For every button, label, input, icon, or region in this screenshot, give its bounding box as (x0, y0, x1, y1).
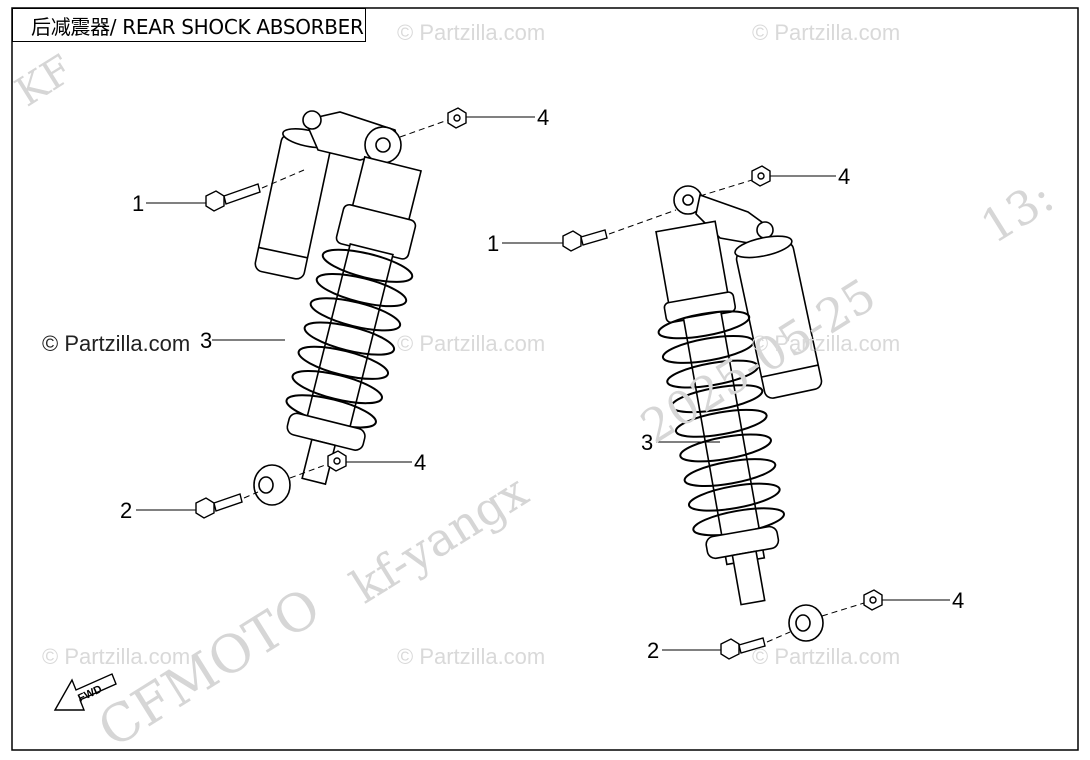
right-reservoir (734, 235, 823, 399)
left-nut-bottom (327, 450, 347, 472)
left-callout-4-bottom: 4 (414, 450, 426, 475)
right-shock-absorber (655, 185, 824, 642)
left-leaders (136, 116, 535, 511)
left-callout-4-top: 4 (537, 105, 549, 130)
diagram-title: 后减震器/ REAR SHOCK ABSORBER (12, 8, 366, 42)
watermark-partzilla: © Partzilla.com (397, 20, 546, 45)
left-bolt-2 (195, 493, 243, 519)
left-callout-2: 2 (120, 498, 132, 523)
watermark-partzilla: © Partzilla.com (42, 644, 191, 669)
left-bolt-1 (205, 183, 261, 212)
right-callout-2: 2 (647, 638, 659, 663)
right-callout-4-top: 4 (838, 164, 850, 189)
right-nut-top (751, 165, 771, 187)
right-bolt-1 (562, 229, 608, 252)
right-callout-3: 3 (641, 430, 653, 455)
right-callout-4-bottom: 4 (952, 588, 964, 613)
watermark-partzilla: © Partzilla.com (752, 20, 901, 45)
left-callouts: 1 2 3 4 4 (120, 105, 549, 523)
right-leaders (502, 175, 950, 651)
right-callouts: 1 2 3 4 4 (487, 164, 964, 663)
right-callout-1: 1 (487, 231, 499, 256)
right-nut-bottom (863, 589, 883, 611)
watermark-partzilla: © Partzilla.com (752, 331, 901, 356)
left-callout-1: 1 (132, 191, 144, 216)
left-shock-absorber (253, 110, 423, 506)
frame-border (11, 7, 1079, 751)
left-nut-top (447, 107, 467, 129)
watermark-partzilla: © Partzilla.com (397, 644, 546, 669)
watermark-partzilla: © Partzilla.com (752, 644, 901, 669)
right-bolt-2 (720, 637, 766, 660)
left-hardware (195, 107, 467, 519)
watermark-partzilla: © Partzilla.com (397, 331, 546, 356)
watermark-partzilla-dark: © Partzilla.com (42, 331, 191, 357)
left-callout-3: 3 (200, 328, 212, 353)
right-hardware (562, 165, 883, 660)
